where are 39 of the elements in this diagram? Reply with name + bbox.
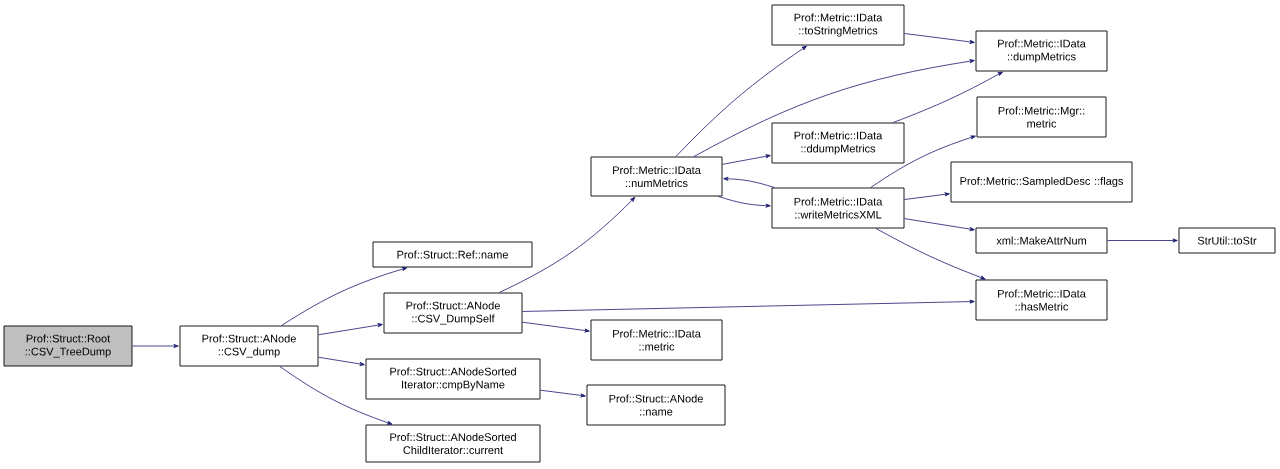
arrow (1107, 238, 1178, 243)
function-box: Prof::Struct::Ref::name (372, 241, 533, 268)
arrow (723, 176, 775, 188)
function-box: Prof::Metric::SampledDesc ::flags (950, 161, 1133, 203)
arrow (904, 218, 975, 232)
function-box: Prof::Metric::IData ::metric (590, 319, 723, 361)
function-box: Prof::Metric::Mgr:: metric (976, 96, 1107, 138)
function-box: Prof::Struct::ANode ::CSV_DumpSelf (383, 292, 523, 334)
function-box: Prof::Metric::IData ::toStringMetrics (771, 4, 905, 46)
arrow (718, 196, 771, 208)
arrow (875, 228, 986, 280)
function-box: Prof::Metric::IData ::hasMetric (975, 279, 1108, 321)
function-box: Prof::Metric::IData ::numMetrics (590, 156, 723, 197)
function-box: StrUtil::toStr (1178, 227, 1276, 254)
arrow (132, 344, 179, 348)
arrow (693, 59, 975, 157)
function-box: Prof::Struct::Root ::CSV_TreeDump (3, 325, 133, 367)
arrow (722, 154, 771, 165)
arrow (892, 71, 1003, 123)
arrow (281, 267, 408, 326)
function-box: xml::MakeAttrNum (975, 227, 1108, 254)
arrow (498, 196, 636, 293)
function-box: Prof::Struct::ANode ::name (586, 384, 726, 426)
arrow (540, 389, 586, 398)
arrow (904, 33, 975, 44)
arrow (522, 299, 975, 312)
function-box: Prof::Struct::ANode ::CSV_dump (179, 325, 319, 367)
function-box: Prof::Metric::IData ::writeMetricsXML (771, 187, 905, 229)
function-box: Prof::Metric::IData ::ddumpMetrics (771, 122, 905, 164)
function-box: Prof::Struct::ANodeSorted ChildIterator::current (365, 424, 541, 463)
arrow (522, 321, 590, 333)
function-box: Prof::Metric::IData ::dumpMetrics (975, 30, 1108, 72)
arrow (870, 135, 976, 188)
arrow (675, 45, 807, 157)
function-box: Prof::Struct::ANodeSorted Iterator::cmpByName (365, 358, 541, 400)
arrow (318, 323, 383, 336)
arrow (279, 366, 393, 425)
arrow (318, 356, 365, 366)
arrow (904, 192, 950, 200)
